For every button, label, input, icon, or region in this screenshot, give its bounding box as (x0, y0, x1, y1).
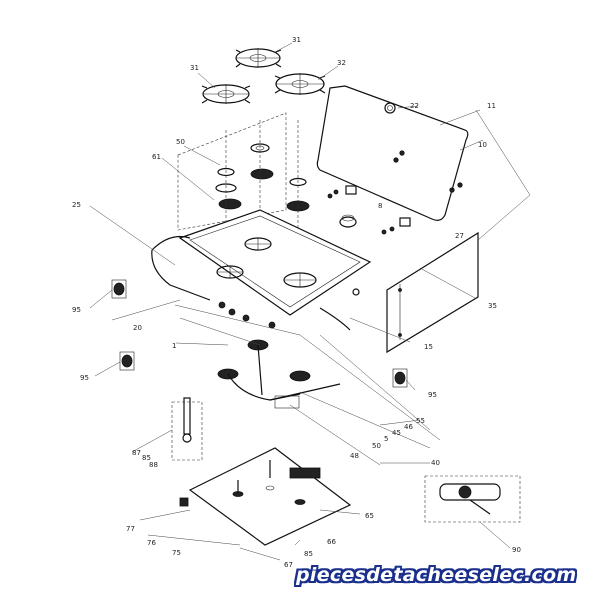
callout-77: 77 (126, 525, 135, 533)
callout-35: 35 (488, 302, 497, 310)
callout-31-left: 31 (190, 64, 199, 72)
callout-46: 46 (404, 423, 413, 431)
callout-22: 22 (410, 102, 419, 110)
callout-1: 1 (172, 342, 176, 350)
callout-76: 76 (147, 539, 156, 547)
side-panel (386, 231, 479, 354)
gas-pipe (151, 235, 360, 331)
callout-40: 40 (431, 459, 440, 467)
callout-61: 61 (152, 153, 161, 161)
base-plate (179, 447, 352, 546)
callout-95-upper-left: 95 (72, 306, 81, 314)
burner-caps (215, 143, 357, 228)
callout-67: 67 (284, 561, 293, 569)
callout-95-lower-left: 95 (80, 374, 89, 382)
callout-45: 45 (392, 429, 401, 437)
callout-90: 90 (512, 546, 521, 554)
callout-55: 55 (416, 417, 425, 425)
glass-lid (316, 85, 469, 221)
callout-27: 27 (455, 232, 464, 240)
callout-5: 5 (384, 435, 388, 443)
callout-20: 20 (133, 324, 142, 332)
callout-32: 32 (337, 59, 346, 67)
callout-15: 15 (424, 343, 433, 351)
pan-support-left (201, 84, 251, 104)
callout-50-top: 50 (176, 138, 185, 146)
guide-lines-mid (174, 304, 441, 466)
callout-87: 87 (132, 449, 141, 457)
lower-burners (217, 339, 341, 409)
callout-11: 11 (487, 102, 496, 110)
valve-assembly (171, 397, 203, 461)
callout-10: 10 (478, 141, 487, 149)
callout-75: 75 (172, 549, 181, 557)
callout-65: 65 (365, 512, 374, 520)
callout-88: 88 (149, 461, 158, 469)
callout-66: 66 (327, 538, 336, 546)
callout-31-top: 31 (292, 36, 301, 44)
callout-leaders (89, 42, 531, 561)
thermocouple (424, 475, 521, 523)
callout-25: 25 (72, 201, 81, 209)
callout-85-lower: 85 (304, 550, 313, 558)
callout-85-upper: 85 (142, 454, 151, 462)
callout-48: 48 (350, 452, 359, 460)
feet (111, 279, 408, 388)
callout-8: 8 (378, 202, 382, 210)
site-watermark: piecesdetacheeselec.com (296, 564, 577, 586)
hob-tray (178, 209, 372, 316)
pan-support-right (274, 73, 326, 95)
callout-50-bottom: 50 (372, 442, 381, 450)
pan-support-top (235, 48, 282, 68)
callout-95-right: 95 (428, 391, 437, 399)
lid-hinges (327, 150, 463, 235)
